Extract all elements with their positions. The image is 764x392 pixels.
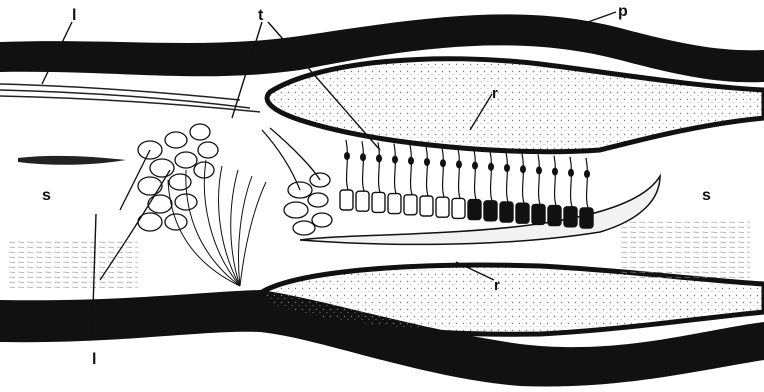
left-streaks — [8, 240, 138, 290]
right-streaks — [620, 220, 750, 280]
label-l-bottom: l — [92, 351, 96, 368]
label-p: p — [618, 3, 628, 20]
label-s-right: s — [702, 187, 711, 204]
label-s-left: s — [42, 187, 51, 204]
label-r-lower: r — [494, 277, 500, 294]
label-l-top: l — [72, 7, 76, 24]
label-t: t — [258, 7, 264, 24]
label-r-upper: r — [492, 85, 498, 102]
